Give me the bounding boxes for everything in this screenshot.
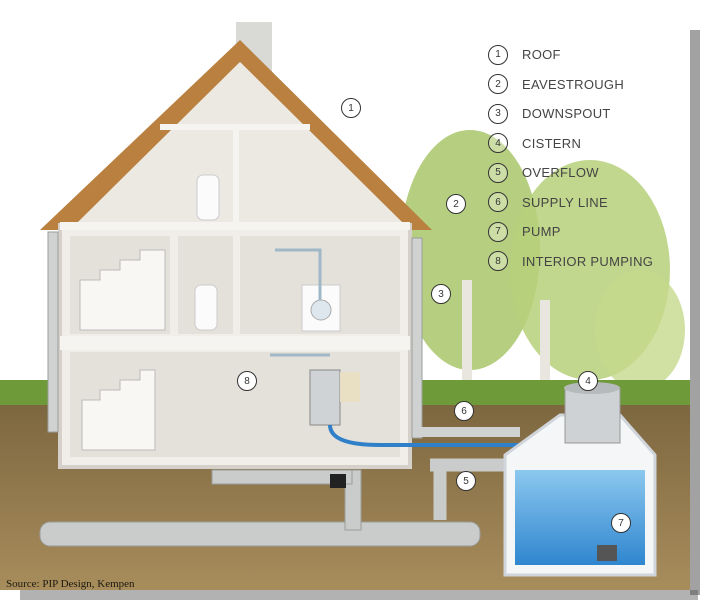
callout-pump: 7 bbox=[611, 513, 631, 533]
callout-cistern: 4 bbox=[578, 371, 598, 391]
legend-item-cistern: 4 CISTERN bbox=[488, 129, 653, 159]
frame-shadow-right bbox=[690, 30, 700, 595]
legend-item-eavestrough: 2 EAVESTROUGH bbox=[488, 70, 653, 100]
callout-downspout: 3 bbox=[431, 284, 451, 304]
legend-label: SUPPLY LINE bbox=[522, 194, 608, 210]
cistern-pump bbox=[597, 545, 617, 561]
callout-roof: 1 bbox=[341, 98, 361, 118]
legend-item-interior-pumping: 8 INTERIOR PUMPING bbox=[488, 247, 653, 277]
legend-number: 7 bbox=[488, 221, 508, 242]
legend-number: 5 bbox=[488, 162, 508, 183]
roof bbox=[40, 40, 432, 230]
legend-label: DOWNSPOUT bbox=[522, 106, 611, 122]
toilet-upper bbox=[196, 174, 220, 221]
drain-pipe bbox=[39, 521, 481, 547]
legend-item-downspout: 3 DOWNSPOUT bbox=[488, 99, 653, 129]
legend-label: ROOF bbox=[522, 47, 561, 63]
frame-shadow-bottom bbox=[20, 590, 698, 600]
legend-label: PUMP bbox=[522, 224, 561, 240]
source-credit: Source: PIP Design, Kempen bbox=[6, 578, 135, 590]
legend-number: 4 bbox=[488, 133, 508, 154]
legend-number: 2 bbox=[488, 74, 508, 95]
legend-number: 3 bbox=[488, 103, 508, 124]
downspout bbox=[411, 237, 423, 439]
callout-eavestrough: 2 bbox=[446, 194, 466, 214]
legend-number: 8 bbox=[488, 251, 508, 272]
legend-item-pump: 7 PUMP bbox=[488, 217, 653, 247]
legend-number: 6 bbox=[488, 192, 508, 213]
callout-supply-line: 6 bbox=[454, 401, 474, 421]
legend: 1 ROOF 2 EAVESTROUGH 3 DOWNSPOUT 4 CISTERN 5… bbox=[488, 40, 653, 276]
toilet-lower bbox=[194, 284, 218, 331]
stairs bbox=[79, 249, 166, 451]
legend-label: CISTERN bbox=[522, 135, 582, 151]
legend-label: EAVESTROUGH bbox=[522, 76, 625, 92]
legend-item-overflow: 5 OVERFLOW bbox=[488, 158, 653, 188]
trees bbox=[400, 130, 685, 400]
legend-label: OVERFLOW bbox=[522, 165, 599, 181]
downspout-left bbox=[47, 231, 59, 433]
legend-label: INTERIOR PUMPING bbox=[522, 253, 654, 269]
callout-overflow: 5 bbox=[456, 471, 476, 491]
legend-item-supply-line: 6 SUPPLY LINE bbox=[488, 188, 653, 218]
cistern bbox=[503, 382, 657, 577]
interior-pump bbox=[309, 369, 341, 426]
legend-item-roof: 1 ROOF bbox=[488, 40, 653, 70]
callout-interior-pumping: 8 bbox=[237, 371, 257, 391]
legend-number: 1 bbox=[488, 44, 508, 65]
